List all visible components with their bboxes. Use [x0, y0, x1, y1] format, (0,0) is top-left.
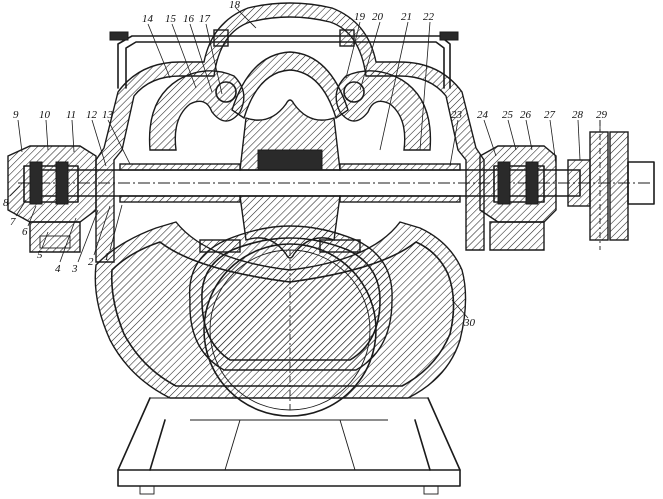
lower-casing: [94, 221, 467, 417]
label-3: 3: [71, 263, 78, 275]
label-13: 13: [102, 109, 114, 121]
label-30: 30: [463, 317, 476, 329]
label-10: 10: [39, 109, 51, 121]
pump-base: [117, 397, 461, 495]
label-14: 14: [142, 13, 154, 25]
label-27: 27: [544, 109, 556, 121]
label-26: 26: [520, 109, 532, 121]
label-18: 18: [229, 0, 241, 11]
label-19: 19: [354, 11, 366, 23]
label-24: 24: [477, 109, 489, 121]
label-17: 17: [199, 13, 211, 25]
label-23: 23: [451, 109, 463, 121]
label-2: 2: [88, 256, 94, 268]
impeller: [239, 99, 341, 259]
label-20: 20: [372, 11, 384, 23]
label-4: 4: [55, 263, 61, 275]
label-22: 22: [423, 11, 435, 23]
label-28: 28: [572, 109, 584, 121]
label-5: 5: [37, 249, 43, 261]
label-1: 1: [104, 251, 110, 263]
label-15: 15: [165, 13, 177, 25]
label-7: 7: [10, 216, 16, 228]
leader-lines: [9, 7, 601, 319]
right-bearing: [479, 145, 557, 251]
left-bearing: [7, 145, 97, 253]
coupling: [567, 120, 655, 250]
label-6: 6: [22, 226, 28, 238]
label-9: 9: [13, 109, 19, 121]
label-8: 8: [3, 197, 9, 209]
label-25: 25: [502, 109, 514, 121]
label-11: 11: [66, 109, 76, 121]
label-16: 16: [183, 13, 195, 25]
label-29: 29: [596, 109, 608, 121]
label-12: 12: [86, 109, 98, 121]
part-labels: 1 2 3 4 5 6 7 8 9 10 11 12 13 14 15 16 1…: [3, 0, 608, 329]
balance-pipe: [109, 29, 459, 89]
label-21: 21: [401, 11, 412, 23]
